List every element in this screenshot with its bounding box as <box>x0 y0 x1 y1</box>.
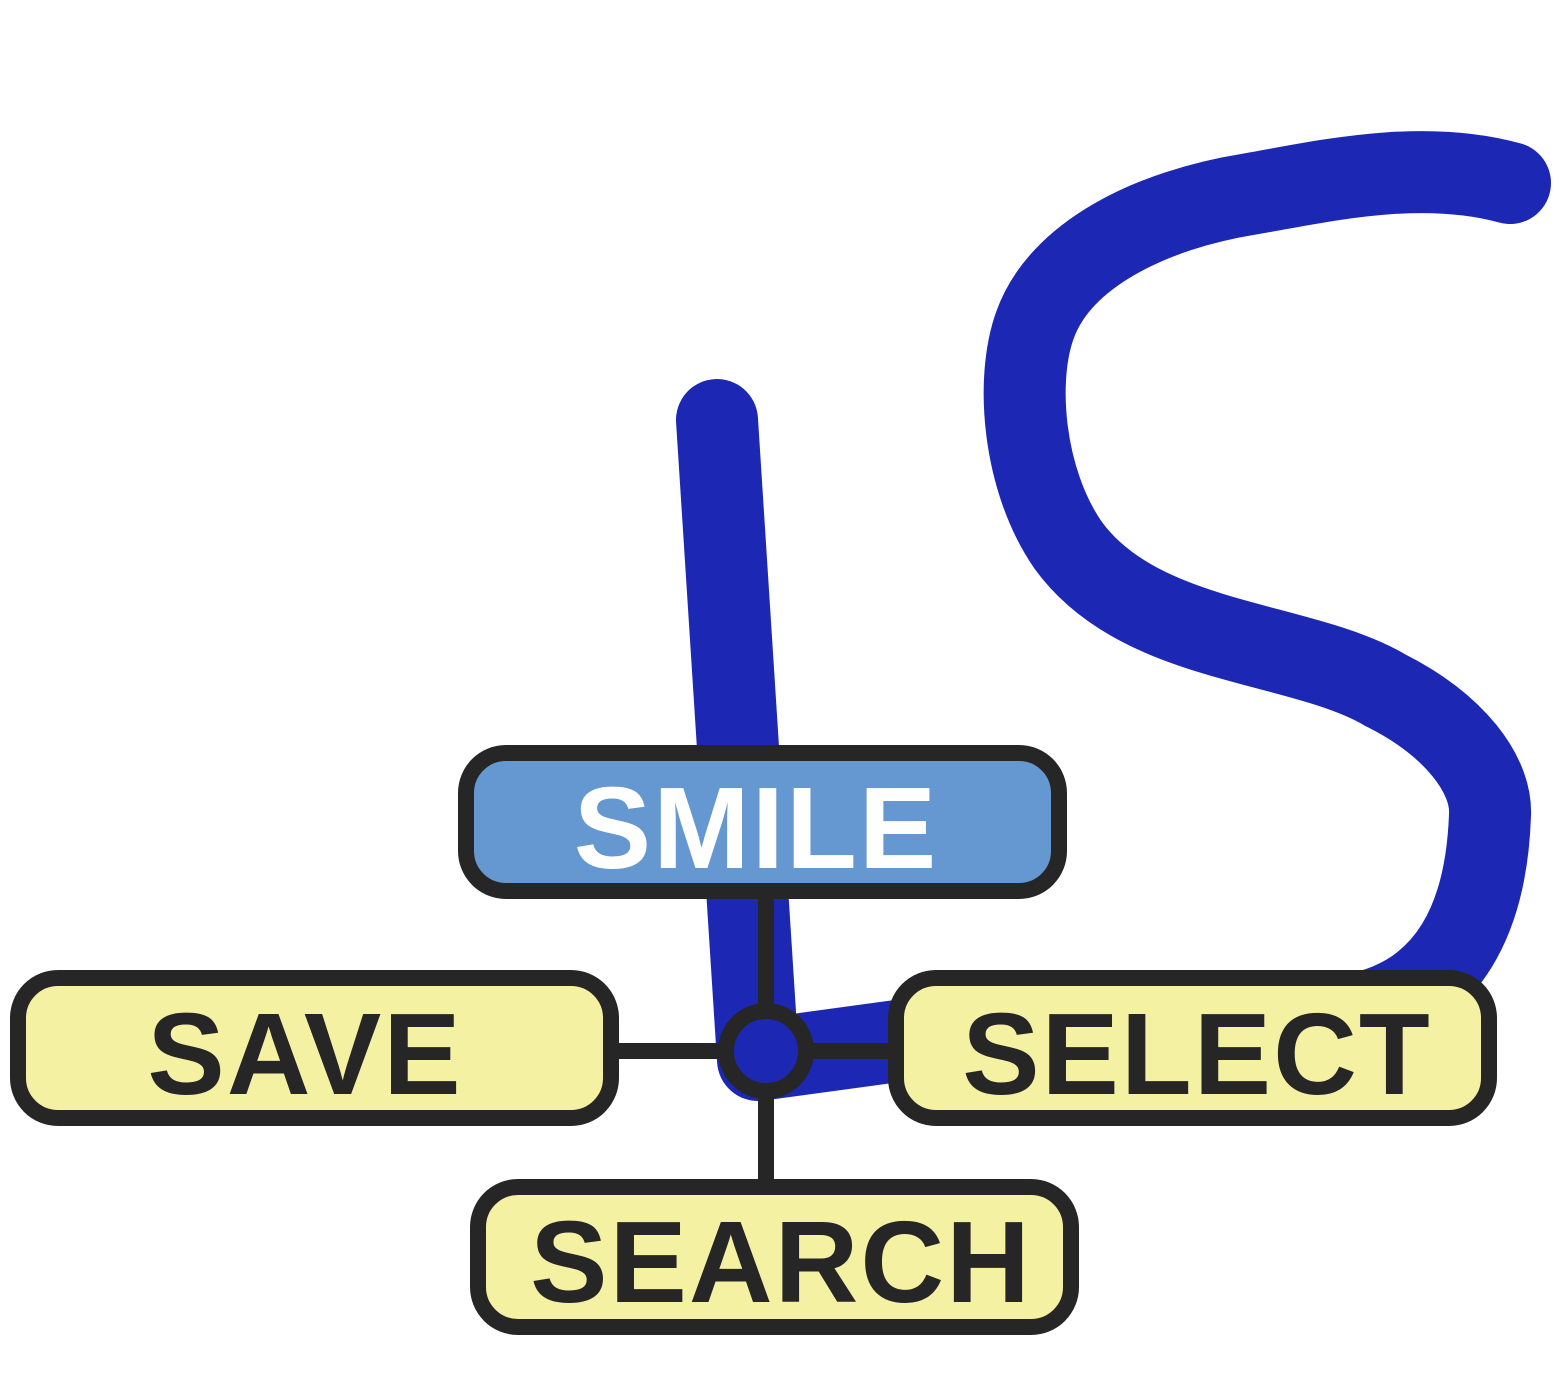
s-curve-stroke <box>983 131 1551 1059</box>
gesture-stroke <box>676 131 1551 1101</box>
menu-option-save[interactable]: SAVE <box>10 970 619 1126</box>
option-box-smile <box>458 745 1067 899</box>
menu-option-search[interactable]: SEARCH <box>470 1179 1079 1335</box>
option-box-select <box>888 970 1497 1126</box>
option-label-search: SEARCH <box>530 1197 1032 1327</box>
option-box-search <box>470 1179 1079 1335</box>
menu-center-hub <box>718 1003 814 1099</box>
option-box-save <box>10 970 619 1126</box>
option-label-save: SAVE <box>147 989 462 1119</box>
option-label-smile: SMILE <box>574 763 938 893</box>
menu-option-select[interactable]: SELECT <box>888 970 1497 1126</box>
option-label-select: SELECT <box>962 989 1432 1119</box>
menu-option-smile[interactable]: SMILE <box>458 745 1067 899</box>
